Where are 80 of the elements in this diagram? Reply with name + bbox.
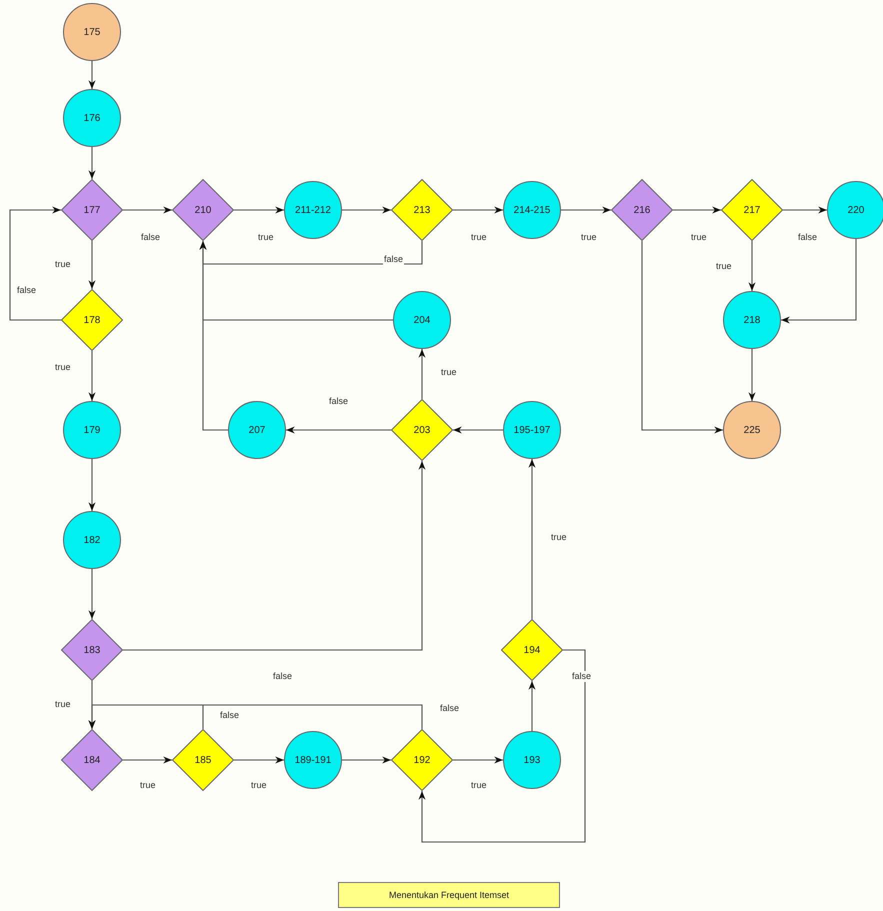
process-circle: 214-215 bbox=[503, 181, 561, 239]
arrow bbox=[418, 349, 426, 399]
arrow bbox=[673, 206, 721, 214]
edge-label: true bbox=[715, 261, 733, 272]
arrow bbox=[748, 241, 756, 291]
process-circle: 211-212 bbox=[284, 181, 342, 239]
decision-diamond: 203 bbox=[391, 399, 453, 461]
process-circle: 189-191 bbox=[284, 731, 342, 789]
arrow bbox=[286, 426, 391, 434]
arrow bbox=[342, 756, 391, 764]
edge-label: true bbox=[54, 699, 72, 710]
process-circle: 220 bbox=[827, 181, 883, 239]
arrow bbox=[88, 704, 423, 729]
arrow bbox=[781, 239, 857, 324]
edge-label: false bbox=[439, 703, 460, 714]
arrow bbox=[88, 569, 96, 619]
edge-label: true bbox=[550, 532, 568, 543]
edge-label: true bbox=[470, 232, 488, 243]
edge-label: true bbox=[257, 232, 275, 243]
edge-label: false bbox=[328, 396, 350, 407]
title-box: Menentukan Frequent Itemset bbox=[338, 882, 560, 908]
arrow bbox=[528, 681, 536, 731]
edge-label: false bbox=[383, 254, 404, 265]
edge-label: false bbox=[797, 232, 818, 243]
arrow bbox=[88, 459, 96, 511]
edge-label: true bbox=[139, 780, 157, 791]
arrow bbox=[453, 206, 503, 214]
decision-diamond: 185 bbox=[172, 729, 234, 791]
arrow bbox=[88, 351, 96, 401]
process-circle: 175 bbox=[63, 3, 121, 61]
arrow bbox=[199, 241, 228, 431]
arrow bbox=[9, 206, 61, 321]
arrow bbox=[123, 206, 172, 214]
decision-diamond: 194 bbox=[501, 619, 563, 681]
process-circle: 218 bbox=[723, 291, 781, 349]
edge-label: true bbox=[440, 367, 458, 378]
arrow bbox=[453, 756, 503, 764]
edge-label: true bbox=[54, 259, 72, 270]
arrow bbox=[528, 459, 536, 619]
edge-label: false bbox=[272, 671, 294, 682]
process-circle: 207 bbox=[228, 401, 286, 459]
arrow bbox=[342, 206, 391, 214]
arrow bbox=[123, 756, 172, 764]
arrow bbox=[234, 206, 284, 214]
edge-label: true bbox=[470, 780, 488, 791]
process-circle: 182 bbox=[63, 511, 121, 569]
process-circle: 195-197 bbox=[503, 401, 561, 459]
arrow bbox=[88, 147, 96, 179]
edge-label: true bbox=[690, 232, 708, 243]
arrow bbox=[641, 241, 723, 434]
process-circle: 204 bbox=[393, 291, 451, 349]
process-circle: 179 bbox=[63, 401, 121, 459]
decision-diamond: 213 bbox=[391, 179, 453, 241]
process-circle: 225 bbox=[723, 401, 781, 459]
edge-label: true bbox=[54, 362, 72, 373]
arrow bbox=[453, 426, 503, 434]
decision-diamond: 183 bbox=[61, 619, 123, 681]
arrow bbox=[234, 756, 284, 764]
edge-label: false bbox=[571, 671, 592, 682]
decision-diamond: 178 bbox=[61, 289, 123, 351]
edge-label: false bbox=[140, 232, 162, 243]
edge-label: true bbox=[250, 780, 268, 791]
arrow bbox=[88, 241, 96, 289]
arrow bbox=[418, 649, 586, 843]
decision-diamond: 216 bbox=[611, 179, 673, 241]
decision-diamond: 192 bbox=[391, 729, 453, 791]
edge-label: false bbox=[219, 710, 240, 721]
arrow bbox=[123, 461, 426, 651]
edge-label: true bbox=[580, 232, 598, 243]
decision-diamond: 184 bbox=[61, 729, 123, 791]
decision-diamond: 217 bbox=[721, 179, 783, 241]
process-circle: 176 bbox=[63, 89, 121, 147]
arrow bbox=[783, 206, 827, 214]
decision-diamond: 210 bbox=[172, 179, 234, 241]
arrow bbox=[88, 61, 96, 89]
arrow bbox=[748, 349, 756, 401]
edge-label: false bbox=[16, 285, 38, 296]
arrow bbox=[561, 206, 611, 214]
process-circle: 193 bbox=[503, 731, 561, 789]
decision-diamond: 177 bbox=[61, 179, 123, 241]
